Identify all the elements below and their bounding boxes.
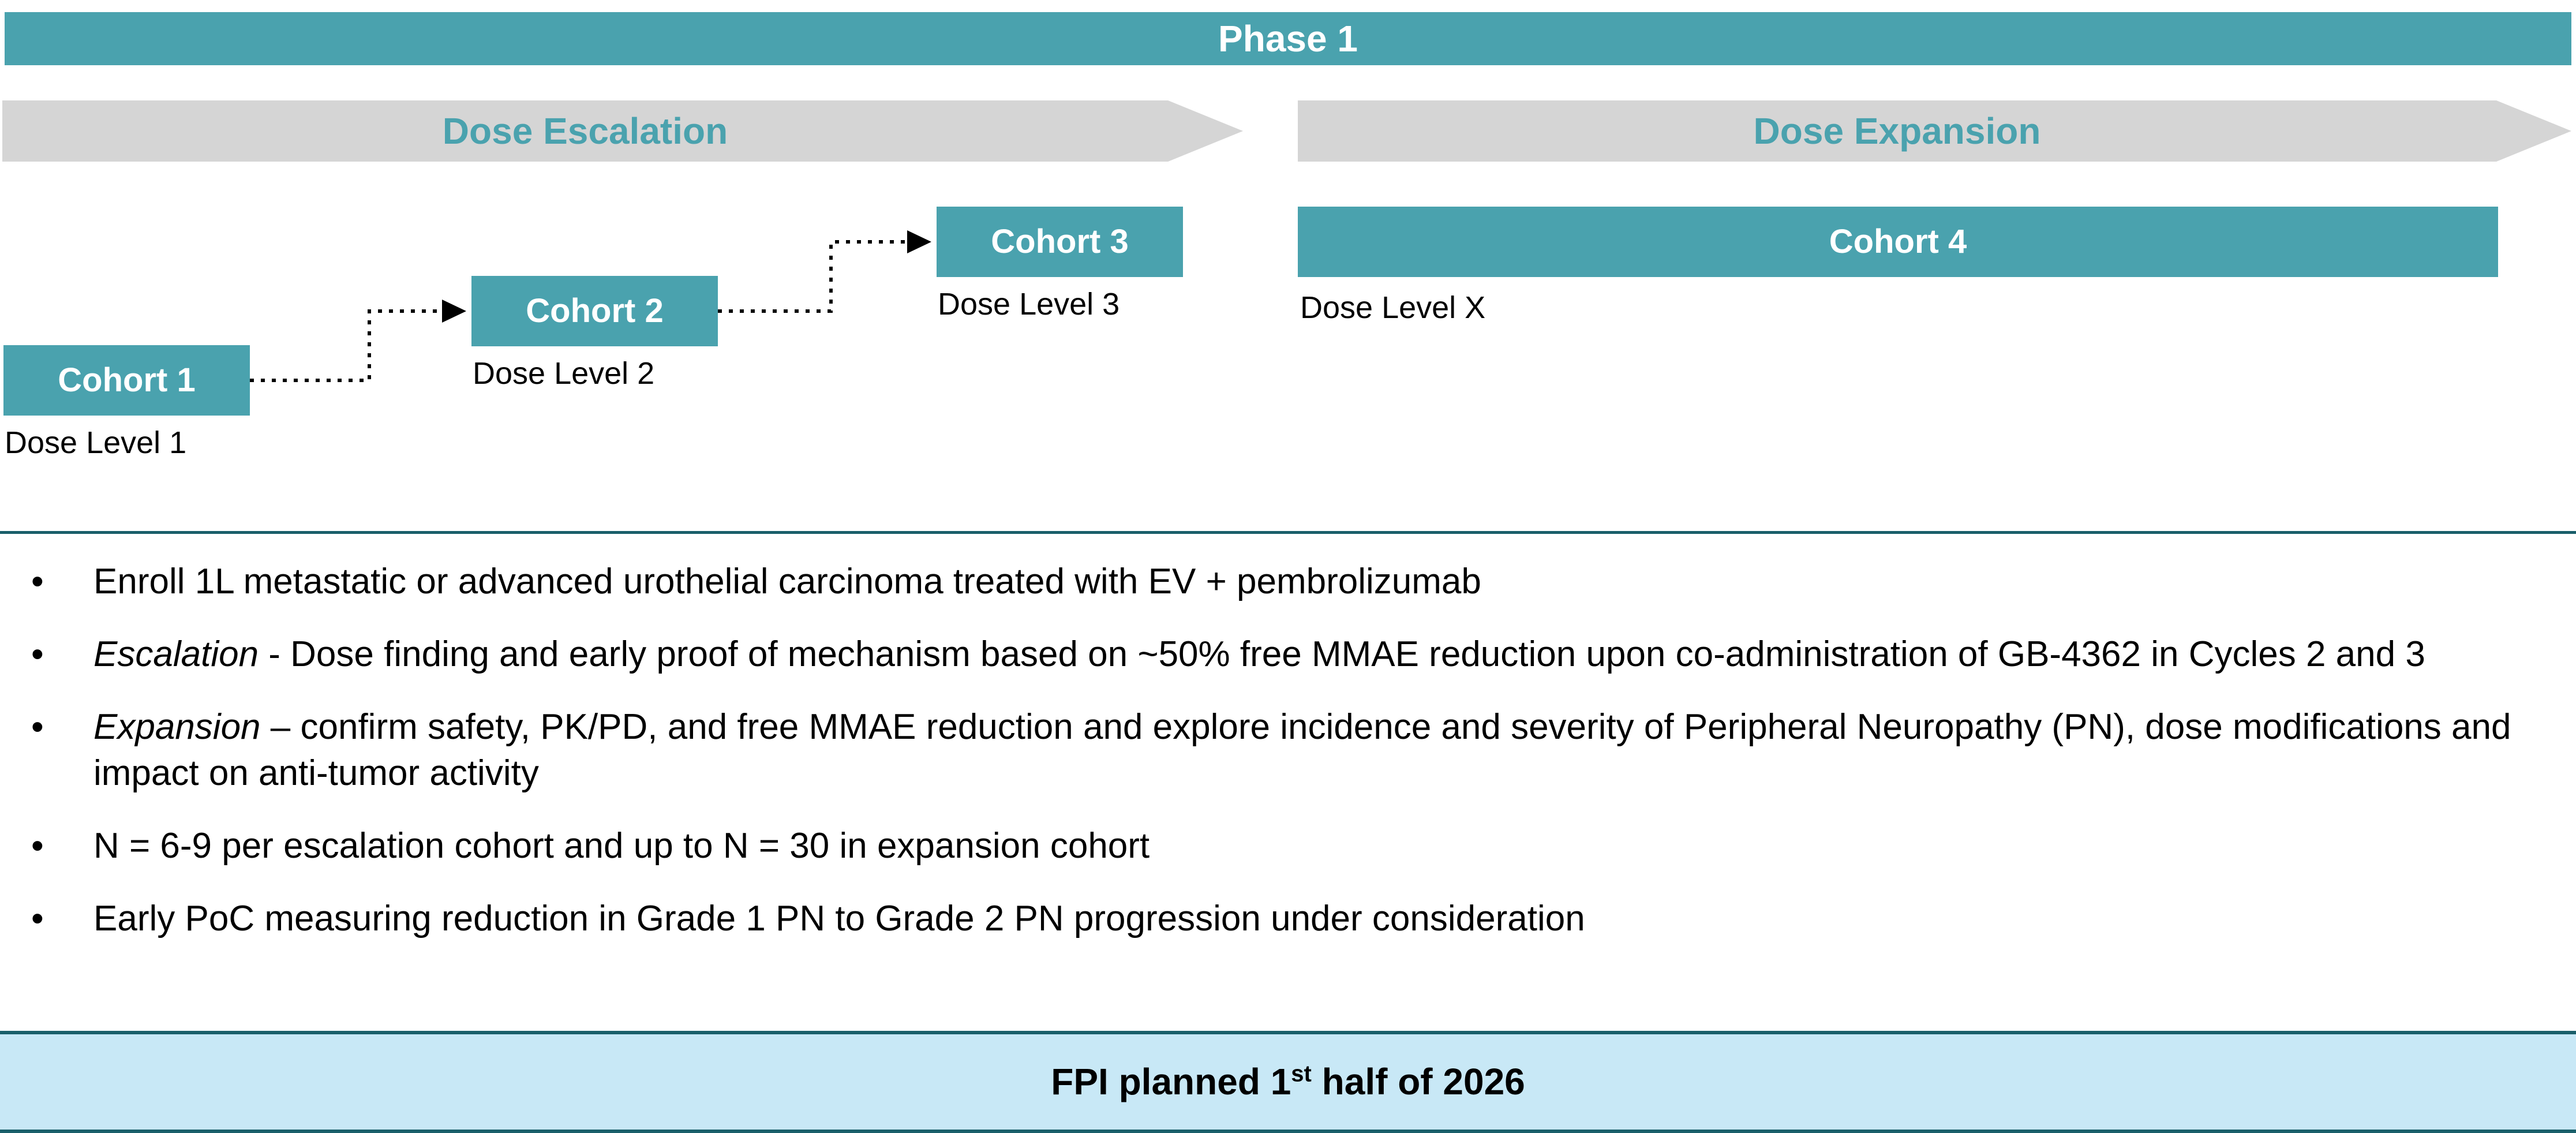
- bullet-marker: •: [31, 899, 44, 938]
- cohort-2-dose-level: Dose Level 2: [473, 356, 655, 391]
- bullet-marker: •: [31, 826, 44, 866]
- phase-banner: Phase 1: [5, 12, 2571, 65]
- connector-arrow-cohort2-to-cohort3: [718, 230, 931, 313]
- bullet-body: - Dose finding and early proof of mechan…: [259, 634, 2425, 674]
- bullet-text: Expansion – confirm safety, PK/PD, and f…: [93, 704, 2551, 797]
- fpi-text-suffix: half of 2026: [1311, 1061, 1525, 1102]
- dose-escalation-label: Dose Escalation: [442, 110, 728, 152]
- study-details-list: • Enroll 1L metastatic or advanced uroth…: [23, 559, 2551, 969]
- bullet-lead-italic: Expansion: [93, 707, 261, 747]
- cohort-1-dose-level: Dose Level 1: [5, 425, 187, 460]
- bullet-lead-italic: Escalation: [93, 634, 259, 674]
- bullet-text: N = 6-9 per escalation cohort and up to …: [93, 823, 2551, 869]
- bullet-body: – confirm safety, PK/PD, and free MMAE r…: [93, 707, 2511, 793]
- cohort-3-box: Cohort 3: [937, 207, 1183, 277]
- bullet-body: N = 6-9 per escalation cohort and up to …: [93, 826, 1150, 866]
- cohort-2-box: Cohort 2: [471, 276, 718, 346]
- cohort-3-dose-level: Dose Level 3: [938, 287, 1120, 321]
- list-item: • Escalation - Dose finding and early pr…: [23, 631, 2551, 678]
- dose-expansion-label: Dose Expansion: [1753, 110, 2041, 152]
- section-divider-line: [0, 531, 2576, 534]
- bullet-text: Early PoC measuring reduction in Grade 1…: [93, 896, 2551, 942]
- cohort-4-dose-level: Dose Level X: [1300, 290, 1486, 325]
- dose-escalation-connectors: [250, 230, 931, 382]
- dose-expansion-arrow: Dose Expansion: [1298, 100, 2571, 162]
- bullet-text: Enroll 1L metastatic or advanced urothel…: [93, 559, 2551, 605]
- bullet-marker: •: [31, 634, 44, 674]
- bullet-marker: •: [31, 707, 44, 747]
- bullet-body: Enroll 1L metastatic or advanced urothel…: [93, 562, 1481, 601]
- list-item: • Enroll 1L metastatic or advanced uroth…: [23, 559, 2551, 605]
- bullet-text: Escalation - Dose finding and early proo…: [93, 631, 2551, 678]
- bullet-marker: •: [31, 562, 44, 601]
- fpi-ordinal-superscript: st: [1291, 1061, 1312, 1087]
- cohort-4-box: Cohort 4: [1298, 207, 2498, 277]
- fpi-timeline-banner: FPI planned 1st half of 2026: [0, 1031, 2576, 1133]
- connector-arrow-cohort1-to-cohort2: [250, 300, 466, 382]
- list-item: • Early PoC measuring reduction in Grade…: [23, 896, 2551, 942]
- dose-escalation-arrow: Dose Escalation: [2, 100, 1243, 162]
- list-item: • Expansion – confirm safety, PK/PD, and…: [23, 704, 2551, 797]
- fpi-text-prefix: FPI planned 1: [1051, 1061, 1291, 1102]
- list-item: • N = 6-9 per escalation cohort and up t…: [23, 823, 2551, 869]
- bullet-body: Early PoC measuring reduction in Grade 1…: [93, 899, 1585, 938]
- cohort-1-box: Cohort 1: [3, 345, 250, 416]
